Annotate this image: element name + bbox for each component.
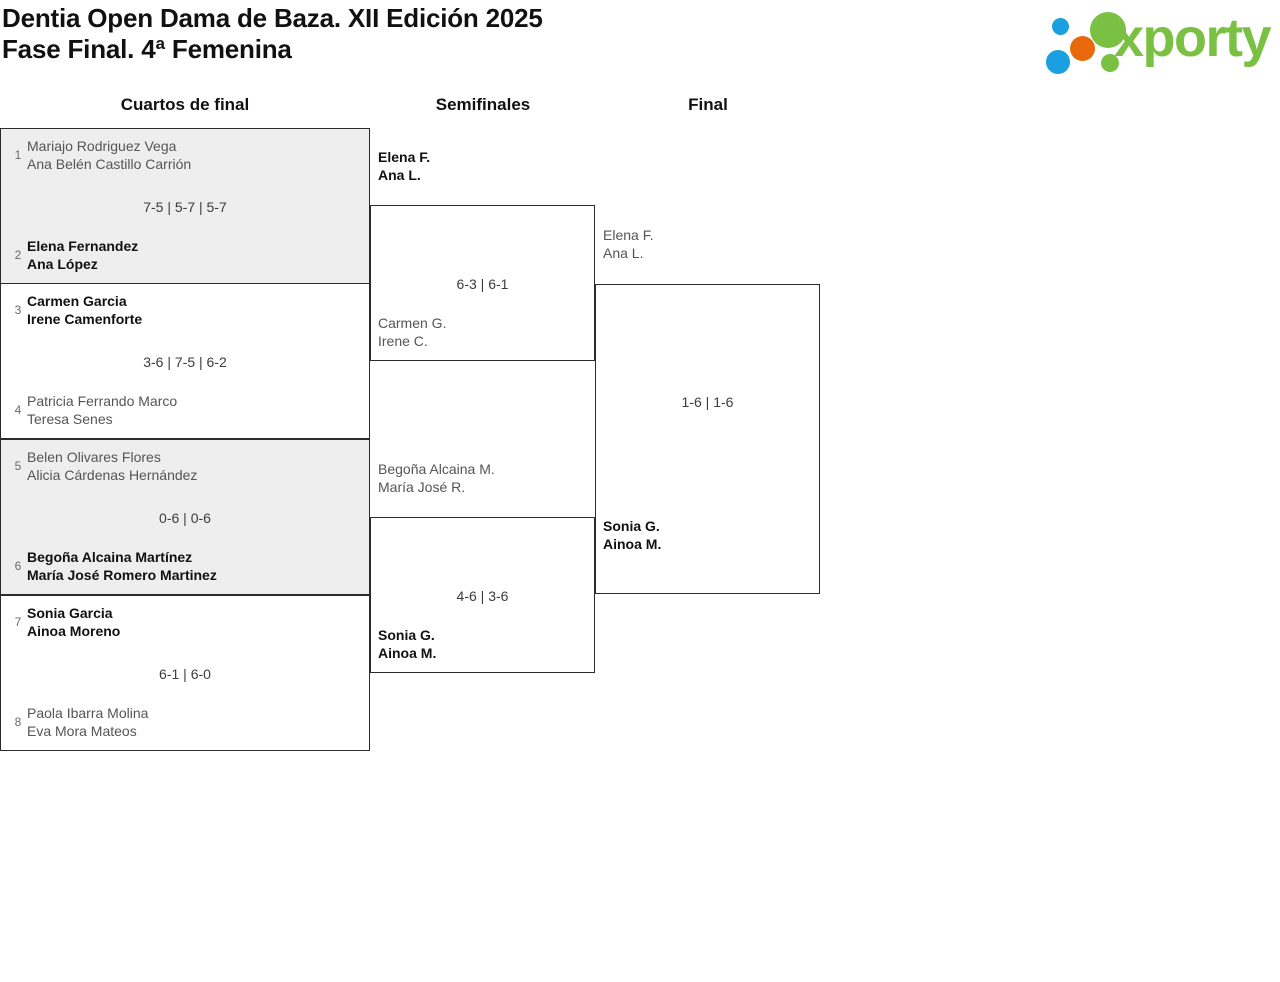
- match-team-bottom: 4 Patricia Ferrando Marco Teresa Senes: [1, 392, 369, 428]
- match-team-bottom: 8 Paola Ibarra Molina Eva Mora Mateos: [1, 704, 369, 740]
- team-names: Carmen G. Irene C.: [378, 314, 594, 350]
- round-header-final: Final: [688, 95, 728, 114]
- player-name: Elena F.: [603, 227, 654, 243]
- logo-dot-blue-large: [1046, 50, 1070, 74]
- match-score: 3-6 | 7-5 | 6-2: [143, 354, 227, 370]
- player-name: Carmen G.: [378, 315, 447, 331]
- match-score: 6-1 | 6-0: [159, 666, 211, 682]
- logo-dot-green-small: [1101, 54, 1119, 72]
- match-quarterfinal-3[interactable]: 5 Belen Olivares Flores Alicia Cárdenas …: [0, 439, 370, 595]
- match-semifinal-1[interactable]: 6-3 | 6-1 Carmen G. Irene C.: [370, 205, 595, 361]
- match-quarterfinal-2[interactable]: 3 Carmen Garcia Irene Camenforte 3-6 | 7…: [0, 283, 370, 439]
- seed-number: 2: [14, 248, 22, 262]
- team-names: Sonia G. Ainoa M.: [603, 517, 819, 553]
- player-name: Sonia Garcia: [27, 605, 113, 621]
- player-name: Begoña Alcaina M.: [378, 461, 495, 477]
- match-team-bottom: 2 Elena Fernandez Ana López: [1, 237, 369, 273]
- match-team-bottom: Sonia G. Ainoa M.: [596, 517, 819, 553]
- player-name: Sonia G.: [603, 518, 660, 534]
- player-name: Elena F.: [378, 149, 431, 165]
- team-names: Mariajo Rodriguez Vega Ana Belén Castill…: [27, 137, 369, 173]
- player-name: Ana L.: [603, 245, 644, 261]
- match-quarterfinal-4[interactable]: 7 Sonia Garcia Ainoa Moreno 6-1 | 6-0 8 …: [0, 595, 370, 751]
- team-names: Paola Ibarra Molina Eva Mora Mateos: [27, 704, 369, 740]
- seed-number: 8: [14, 715, 22, 729]
- tournament-title-line2: Fase Final. 4ª Femenina: [2, 34, 292, 64]
- team-names: Elena Fernandez Ana López: [27, 237, 369, 273]
- match-score: 6-3 | 6-1: [456, 276, 509, 292]
- player-name: Teresa Senes: [27, 411, 113, 427]
- team-names: Belen Olivares Flores Alicia Cárdenas He…: [27, 448, 369, 484]
- team-names: Patricia Ferrando Marco Teresa Senes: [27, 392, 369, 428]
- player-name: Paola Ibarra Molina: [27, 705, 149, 721]
- match-team-top: 3 Carmen Garcia Irene Camenforte: [1, 292, 369, 328]
- semifinal-2-top-team-label: Begoña Alcaina M. María José R.: [370, 460, 495, 496]
- player-name: Sonia G.: [378, 627, 435, 643]
- tournament-title-line1: Dentia Open Dama de Baza. XII Edición 20…: [2, 3, 543, 33]
- seed-number: 4: [14, 403, 22, 417]
- logo-dots-icon: [1044, 10, 1126, 74]
- player-name: Patricia Ferrando Marco: [27, 393, 178, 409]
- match-semifinal-2[interactable]: 4-6 | 3-6 Sonia G. Ainoa M.: [370, 517, 595, 673]
- match-final[interactable]: 1-6 | 1-6 Sonia G. Ainoa M.: [595, 284, 820, 594]
- match-quarterfinal-1[interactable]: 1 Mariajo Rodriguez Vega Ana Belén Casti…: [0, 128, 370, 284]
- player-name: Alicia Cárdenas Hernández: [27, 467, 198, 483]
- seed-number: 5: [14, 459, 22, 473]
- player-name: Begoña Alcaina Martínez: [27, 549, 193, 565]
- xporty-logo[interactable]: xporty: [1044, 8, 1274, 74]
- match-team-bottom: Sonia G. Ainoa M.: [371, 626, 594, 662]
- seed-number: 3: [14, 303, 22, 317]
- player-name: María José Romero Martinez: [27, 567, 217, 583]
- semifinal-1-top-team-label: Elena F. Ana L.: [370, 148, 430, 184]
- player-name: Eva Mora Mateos: [27, 723, 137, 739]
- player-name: Belen Olivares Flores: [27, 449, 161, 465]
- player-name: Ainoa M.: [378, 645, 437, 661]
- logo-dot-blue-small: [1052, 18, 1069, 35]
- match-score: 4-6 | 3-6: [456, 588, 509, 604]
- match-team-top: 7 Sonia Garcia Ainoa Moreno: [1, 604, 369, 640]
- match-score: 7-5 | 5-7 | 5-7: [143, 199, 227, 215]
- seed-number: 6: [14, 559, 22, 573]
- player-name: Ana López: [27, 256, 98, 272]
- match-team-bottom: Carmen G. Irene C.: [371, 314, 594, 350]
- seed-number: 1: [14, 148, 22, 162]
- match-score: 1-6 | 1-6: [681, 394, 734, 410]
- page-title: Dentia Open Dama de Baza. XII Edición 20…: [0, 0, 900, 65]
- logo-wordmark: xporty: [1114, 8, 1272, 68]
- team-names: Begoña Alcaina Martínez María José Romer…: [27, 548, 369, 584]
- player-name: Mariajo Rodriguez Vega: [27, 138, 177, 154]
- seed-number: 7: [14, 615, 22, 629]
- player-name: Irene C.: [378, 333, 428, 349]
- final-top-team-label: Elena F. Ana L.: [595, 226, 654, 262]
- player-name: Irene Camenforte: [27, 311, 143, 327]
- team-names: Sonia Garcia Ainoa Moreno: [27, 604, 369, 640]
- player-name: Elena Fernandez: [27, 238, 139, 254]
- player-name: María José R.: [378, 479, 466, 495]
- player-name: Ainoa M.: [603, 536, 662, 552]
- round-header-semifinals: Semifinales: [435, 95, 531, 114]
- round-header-quarterfinals: Cuartos de final: [120, 95, 250, 114]
- logo-dot-green-large: [1090, 12, 1126, 48]
- match-team-bottom: 6 Begoña Alcaina Martínez María José Rom…: [1, 548, 369, 584]
- team-names: Sonia G. Ainoa M.: [378, 626, 594, 662]
- match-team-top: 1 Mariajo Rodriguez Vega Ana Belén Casti…: [1, 137, 369, 173]
- team-names: Carmen Garcia Irene Camenforte: [27, 292, 369, 328]
- player-name: Ainoa Moreno: [27, 623, 121, 639]
- player-name: Carmen Garcia: [27, 293, 127, 309]
- logo-dot-orange: [1070, 36, 1095, 61]
- player-name: Ana Belén Castillo Carrión: [27, 156, 192, 172]
- player-name: Ana L.: [378, 167, 421, 183]
- match-score: 0-6 | 0-6: [159, 510, 211, 526]
- match-team-top: 5 Belen Olivares Flores Alicia Cárdenas …: [1, 448, 369, 484]
